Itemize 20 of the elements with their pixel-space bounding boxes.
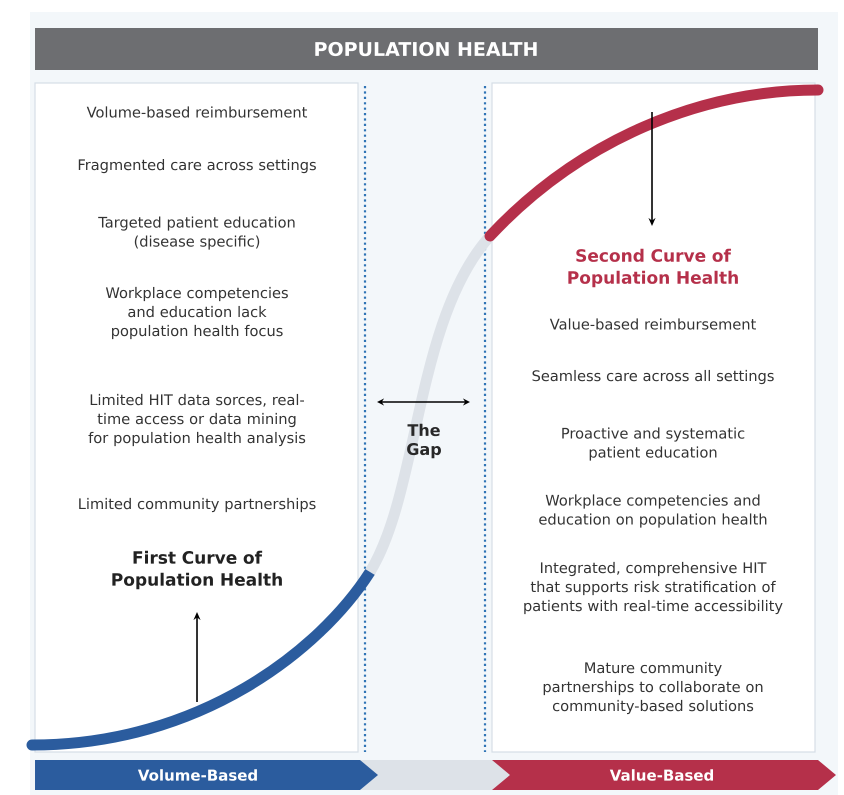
list-item: Workplace competencies and education on population health: [539, 494, 766, 528]
list-item: Limited HIT data sorces, real-time access or data mining for population health analysis: [88, 394, 306, 446]
arrow-banner: Value-Based: [492, 760, 836, 790]
arrow-banner: Volume-Based: [35, 760, 378, 790]
gap-label: The Gap: [407, 424, 441, 458]
curve-heading: Second Curve of Population Health: [568, 248, 738, 288]
list-item: Fragmented care across settings: [78, 158, 316, 174]
list-item: Targeted patient education (disease specific): [98, 216, 295, 250]
list-item: Volume-based reimbursement: [86, 106, 308, 118]
title-band: POPULATION HEALTH: [35, 28, 818, 70]
panel: [491, 82, 816, 753]
list-item: Limited community partnerships: [79, 498, 316, 512]
list-item: Value-based reimbursement: [550, 318, 756, 330]
list-item: Integrated, comprehensive HIT that supports risk stratification of patients with real-time accessibility: [524, 562, 783, 614]
panel: [34, 82, 359, 753]
list-item: Mature community partnerships to collaborate on community-based solutions: [544, 662, 762, 714]
curve-heading: First Curve of Population Health: [112, 550, 282, 590]
list-item: Proactive and systematic patient education: [562, 427, 744, 461]
list-item: Workplace competencies and education lack population health focus: [106, 286, 288, 340]
list-item: Seamless care across all settings: [532, 370, 774, 384]
